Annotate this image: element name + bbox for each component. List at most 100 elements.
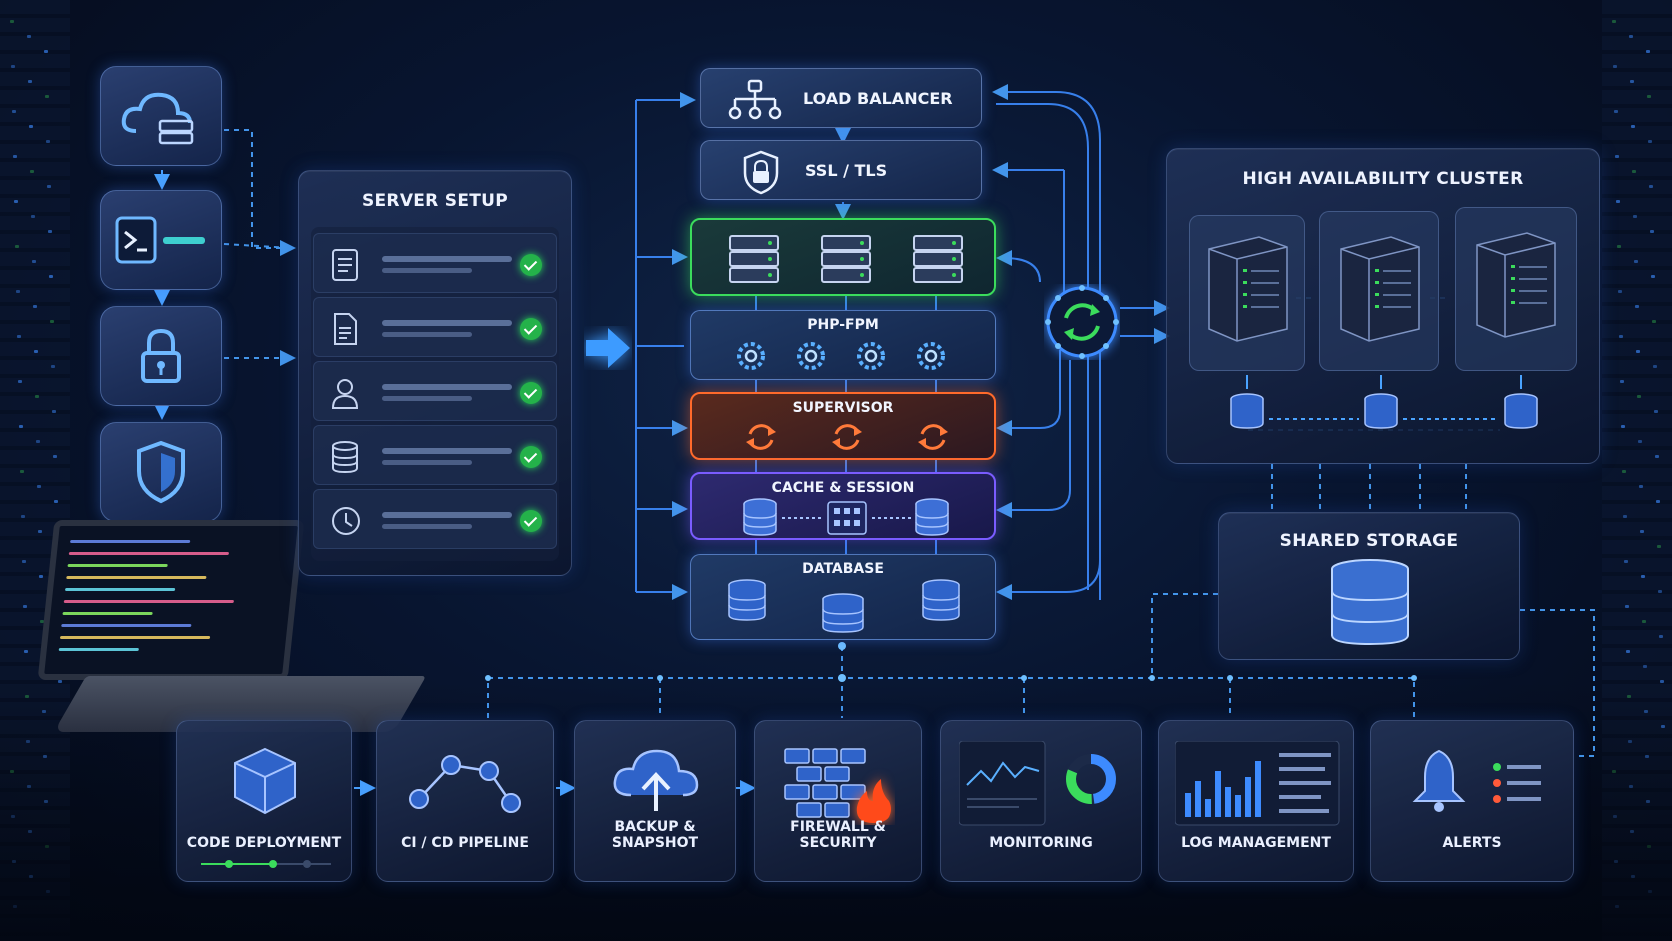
lock-box (100, 306, 222, 406)
terminal-icon (115, 216, 205, 264)
rack-led (1623, 515, 1627, 518)
rack-led (1650, 230, 1654, 233)
rack-led (49, 275, 53, 278)
rack-led (1641, 575, 1645, 578)
donut-segment-green (1066, 754, 1116, 804)
rack-led (54, 500, 58, 503)
database-icons (728, 579, 960, 633)
server-rack-icon (729, 235, 963, 283)
rack-led (1643, 665, 1647, 668)
rack-led (32, 260, 36, 263)
rack-led (13, 155, 17, 158)
rack-led (23, 605, 27, 608)
replica-db-icons (1230, 393, 1538, 429)
rack-led (51, 365, 55, 368)
shared-storage-title: SHARED STORAGE (1279, 531, 1459, 551)
log-management-label: LOG MANAGEMENT (1181, 835, 1331, 851)
alerts-label: ALERTS (1442, 835, 1502, 851)
alerts-card: ALERTS (1370, 720, 1574, 882)
checklist-icon (332, 249, 358, 281)
deploy-progress-icon (201, 860, 331, 868)
ha-cluster-title: HIGH AVAILABILITY CLUSTER (1242, 169, 1524, 189)
rack-led (1654, 410, 1658, 413)
check-icon (520, 382, 542, 404)
cloud-upload-icon (613, 749, 699, 811)
ci-cd-pipeline-label: CI / CD PIPELINE (401, 835, 529, 851)
laptop-screen (37, 520, 305, 680)
rack-led (1612, 20, 1616, 23)
server-setup-list (311, 227, 559, 561)
rack-led (22, 560, 26, 563)
setup-row (313, 297, 557, 357)
gear-icons (737, 342, 945, 370)
rack-led (1649, 185, 1653, 188)
clock-icon (332, 507, 360, 535)
rack-led (1626, 650, 1630, 653)
server-tower-icon (1208, 236, 1288, 342)
shared-storage-panel: SHARED STORAGE (1218, 512, 1520, 660)
refresh-icons (746, 424, 948, 450)
rack-led (37, 485, 41, 488)
rack-led (1615, 155, 1619, 158)
storage-db-icon (1331, 559, 1409, 646)
bell-icon (1412, 749, 1541, 812)
rack-led (35, 395, 39, 398)
load-balancer-tier: LOAD BALANCER (700, 68, 982, 128)
setup-row (313, 489, 557, 549)
rack-led (1617, 245, 1621, 248)
rack-led (1655, 455, 1659, 458)
server-setup-panel: SERVER SETUP (298, 170, 572, 576)
sync-hub-icon (1045, 285, 1119, 359)
rack-led (1618, 290, 1622, 293)
code-deployment-label: CODE DEPLOYMENT (186, 835, 342, 851)
check-icon (520, 318, 542, 340)
lock-icon (141, 328, 181, 383)
donut-segment-blue (1066, 754, 1116, 804)
flow-arrow-icon (586, 328, 630, 368)
backup-snapshot-label: BACKUP & SNAPSHOT (611, 819, 699, 851)
supervisor-label: SUPERVISOR (792, 400, 894, 416)
rack-led (1619, 335, 1623, 338)
setup-row (313, 361, 557, 421)
server-rack-icons (729, 235, 963, 283)
log-chart-icon (1175, 741, 1340, 826)
rack-led (47, 185, 51, 188)
cluster-servers-icons (1208, 232, 1556, 429)
firewall-security-card: FIREWALL & SECURITY (754, 720, 922, 882)
rack-led (19, 425, 23, 428)
database-tier: DATABASE (690, 554, 996, 640)
rack-led (1635, 305, 1639, 308)
rack-led (1659, 635, 1663, 638)
rack-led (1622, 470, 1626, 473)
setup-row (313, 425, 557, 485)
rack-led (1656, 500, 1660, 503)
rack-led (1646, 50, 1650, 53)
rack-led (1614, 110, 1618, 113)
rack-led (18, 380, 22, 383)
rack-led (1620, 380, 1624, 383)
rack-led (15, 245, 19, 248)
rack-led (1639, 485, 1643, 488)
cache-db-icons (743, 498, 949, 536)
rack-led (1630, 80, 1634, 83)
shield-icon (137, 440, 185, 504)
rack-led (34, 350, 38, 353)
memory-icon (827, 501, 867, 535)
rack-led (1633, 215, 1637, 218)
pipeline-icon (409, 755, 521, 813)
check-icon (520, 446, 542, 468)
php-fpm-tier: PHP-FPM (690, 310, 996, 380)
rack-led (1652, 320, 1656, 323)
cache-session-label: CACHE & SESSION (771, 480, 915, 496)
cache-session-tier: CACHE & SESSION (690, 472, 996, 540)
rack-led (1616, 200, 1620, 203)
rack-led (1631, 125, 1635, 128)
log-management-card: LOG MANAGEMENT (1158, 720, 1354, 882)
check-icon (520, 510, 542, 532)
check-icon (520, 254, 542, 276)
rack-led (27, 35, 31, 38)
rack-led (16, 290, 20, 293)
rack-led (36, 440, 40, 443)
rack-led (1625, 605, 1629, 608)
code-deployment-card: CODE DEPLOYMENT (176, 720, 352, 882)
